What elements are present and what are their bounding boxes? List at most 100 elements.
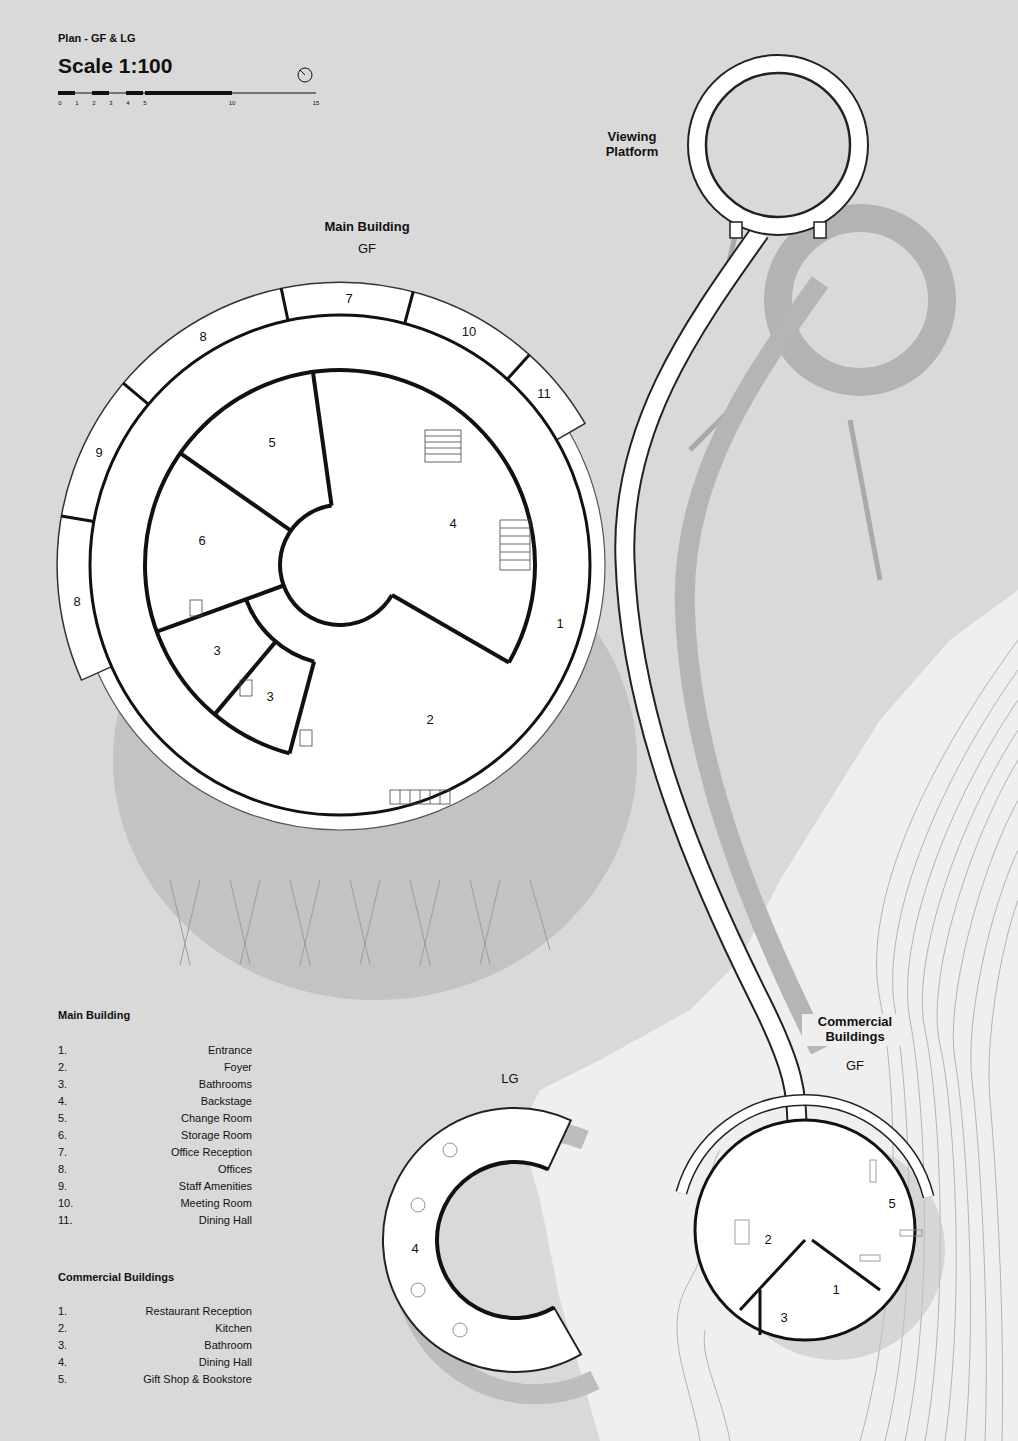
main-building-part-part (180, 453, 290, 530)
shadows-part-part (420, 880, 440, 965)
main-building-part-part (246, 599, 314, 661)
room-number: 7 (345, 292, 352, 307)
legend-number: 5. (58, 1112, 67, 1125)
main-building-part-part (500, 552, 530, 553)
legend-text: Entrance (208, 1044, 252, 1057)
terrain-part-part (989, 900, 1018, 1441)
terrain-part-part (971, 850, 1018, 1441)
shadows-part-part (360, 880, 380, 965)
building-name: Main Building (324, 220, 409, 235)
legend-text: Restaurant Reception (146, 1305, 252, 1318)
legend-text: Storage Room (181, 1129, 252, 1142)
legend-text: Bathroom (204, 1339, 252, 1352)
main-building-part (90, 315, 590, 815)
scale-bar-part (300, 70, 305, 75)
main-building-part-part (280, 506, 392, 625)
scale-number: 3 (109, 100, 112, 107)
commercial-building-part (740, 1240, 880, 1335)
viewing-platform-part (706, 73, 850, 217)
main-building-part-part (410, 790, 411, 804)
legend-number: 3. (58, 1339, 67, 1352)
lower-ground-building-part (383, 1108, 581, 1372)
main-building-part-part (425, 436, 461, 437)
legend-number: 4. (58, 1095, 67, 1108)
main-building-part-part (425, 442, 461, 443)
main-building-part-part (500, 520, 530, 570)
main-building-part-part (390, 790, 450, 804)
lower-ground-building-part-part (453, 1323, 467, 1337)
room-number: 8 (73, 595, 80, 610)
terrain-part (677, 640, 1018, 1441)
viewing-platform (688, 55, 868, 238)
shadows-part-part (350, 880, 370, 965)
legend-number: 2. (58, 1322, 67, 1335)
main-building-part-part (157, 586, 284, 632)
commercial-building-part-part (870, 1160, 876, 1182)
main-building-part-part (123, 383, 148, 404)
lower-ground-building-part (437, 1162, 554, 1318)
legend-text: Bathrooms (199, 1078, 252, 1091)
legend-text: Office Reception (171, 1146, 252, 1159)
sheet-title: Plan - GF & LG (58, 32, 136, 45)
legend-number: 4. (58, 1356, 67, 1369)
room-number: 8 (199, 330, 206, 345)
legend-number: 8. (58, 1163, 67, 1176)
room-number: 3 (213, 644, 220, 659)
commercial-building-part (735, 1160, 922, 1261)
shadows-part-part (300, 880, 320, 965)
legend-heading: Main Building (58, 1009, 130, 1022)
viewing-platform-part (814, 222, 826, 238)
main-building-part (61, 288, 529, 521)
scale-bar-part (92, 91, 109, 95)
main-building-part-part (500, 536, 530, 537)
legend-number: 7. (58, 1146, 67, 1159)
legend-number: 3. (58, 1078, 67, 1091)
scale-number: 10 (229, 100, 236, 107)
main-building-part-part (300, 730, 312, 746)
scale-bar-part (298, 68, 312, 82)
room-number: 2 (426, 713, 433, 728)
main-building-part-part (420, 790, 421, 804)
room-number: 10 (462, 325, 476, 340)
legend-text: Change Room (181, 1112, 252, 1125)
legend-text: Foyer (224, 1061, 252, 1074)
shadows-part-part (170, 880, 190, 965)
room-number: 1 (556, 617, 563, 632)
main-building-part-part (425, 430, 461, 462)
scale-number: 15 (313, 100, 320, 107)
main-building-part-part (145, 370, 535, 753)
scale-number: 0 (58, 100, 61, 107)
room-number: 4 (411, 1242, 418, 1257)
shadows-part-part (240, 880, 260, 965)
bridge-part (625, 232, 812, 1235)
commercial-building-part-part (900, 1230, 922, 1236)
main-building-part-part (290, 662, 315, 754)
terrain-part-part (937, 760, 1018, 1441)
lower-ground-building-part-part (411, 1283, 425, 1297)
commercial-building-part-part (740, 1240, 805, 1310)
legend-number: 11. (58, 1214, 72, 1227)
terrain-part-part (953, 800, 1018, 1441)
main-building (57, 282, 605, 830)
terrain-part-part (922, 730, 1018, 1441)
main-building-part-part (500, 528, 530, 529)
shadows-part-part (850, 420, 880, 580)
legend-text: Staff Amenities (179, 1180, 252, 1193)
room-number: 1 (832, 1283, 839, 1298)
terrain-part-part (905, 700, 1018, 1441)
legend-text: Dining Hall (199, 1356, 252, 1369)
main-building-part-part (313, 372, 332, 506)
legend-number: 5. (58, 1373, 67, 1386)
legend-text: Backstage (201, 1095, 252, 1108)
main-building-part-part (190, 600, 202, 616)
shadows-part (685, 282, 820, 1050)
main-building-part-part (240, 680, 252, 696)
bridge-part (625, 232, 812, 1235)
level-label: LG (501, 1072, 518, 1087)
shadows-part-part (410, 880, 430, 965)
shadows-part (170, 880, 550, 965)
building-name: Viewing Platform (592, 130, 672, 160)
main-building-part-part (281, 288, 288, 320)
shadows-part-part (290, 880, 310, 965)
room-number: 5 (888, 1197, 895, 1212)
